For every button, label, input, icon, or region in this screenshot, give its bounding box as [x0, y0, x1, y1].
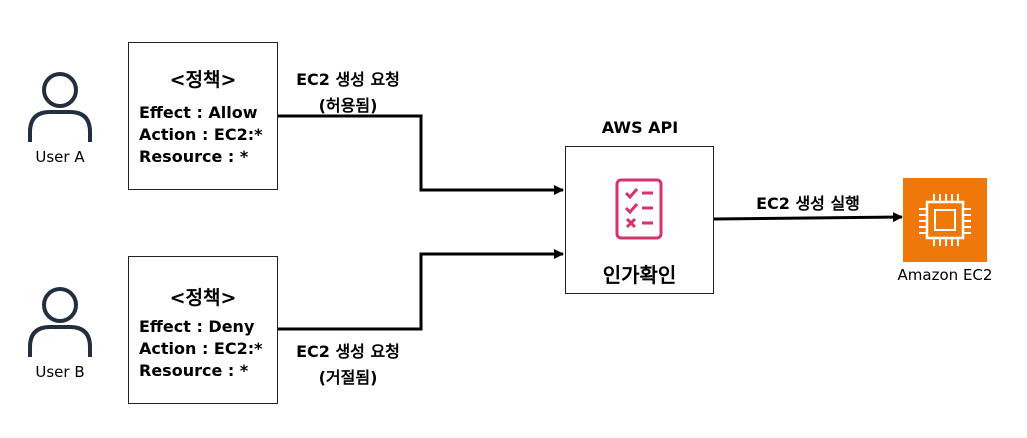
denied-request-label: EC2 생성 요청 (거절됨) — [288, 338, 408, 388]
api-box: 인가확인 — [565, 146, 714, 294]
denied-request-label-line1: EC2 생성 요청 — [296, 342, 400, 361]
user-a-label: User A — [35, 148, 85, 166]
denied-request-label-line2: (거절됨) — [318, 368, 378, 387]
denied-request-arrow — [278, 249, 564, 331]
policy-title: <정책> — [169, 287, 237, 309]
policy-effect: Effect : Deny — [139, 317, 255, 336]
allowed-request-label-line1: EC2 생성 요청 — [296, 70, 400, 89]
authorization-check-label: 인가확인 — [602, 263, 677, 287]
ec2-chip-icon — [919, 194, 971, 246]
user-b-label: User B — [35, 363, 85, 381]
user-a: User A — [10, 60, 110, 170]
execute-arrow — [713, 212, 903, 223]
policy-box-deny: <정책> Effect : Deny Action : EC2:* Resour… — [128, 256, 278, 404]
execute-label: EC2 생성 실행 — [756, 194, 860, 213]
policy-resource: Resource : * — [139, 361, 249, 380]
policy-resource: Resource : * — [139, 147, 249, 166]
api-title: AWS API — [601, 118, 679, 137]
user-icon — [28, 72, 92, 142]
ec2-label: Amazon EC2 — [897, 266, 993, 284]
checklist-icon — [615, 178, 663, 240]
allowed-request-label-line2: (허용됨) — [318, 96, 378, 115]
user-b: User B — [10, 275, 110, 385]
policy-box-allow: <정책> Effect : Allow Action : EC2:* Resou… — [128, 42, 278, 190]
user-icon — [28, 287, 92, 357]
policy-action: Action : EC2:* — [139, 125, 263, 144]
policy-action: Action : EC2:* — [139, 339, 263, 358]
allowed-request-label: EC2 생성 요청 (허용됨) — [288, 66, 408, 116]
allowed-request-arrow — [278, 114, 564, 195]
policy-effect: Effect : Allow — [139, 103, 258, 122]
policy-title: <정책> — [169, 69, 237, 91]
ec2-service — [903, 178, 987, 262]
